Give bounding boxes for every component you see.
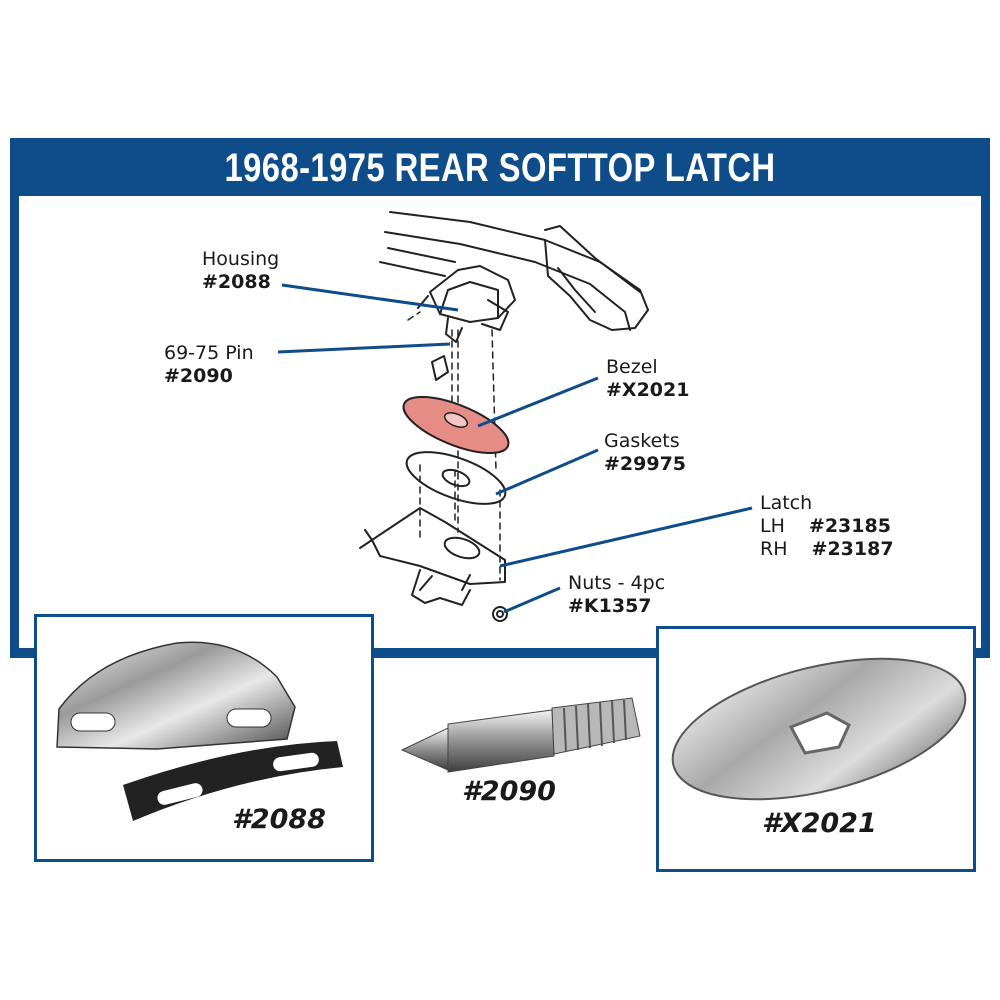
pin-photo bbox=[400, 697, 641, 773]
nuts-label: Nuts - 4pc bbox=[568, 572, 666, 594]
latch-label: Latch bbox=[760, 492, 813, 514]
pin-leader bbox=[277, 342, 451, 354]
gaskets-leader bbox=[495, 448, 599, 496]
housing-leader bbox=[281, 283, 459, 312]
bezel-photo-caption: #X2021 bbox=[762, 808, 877, 839]
bezel-label: Bezel bbox=[606, 356, 658, 378]
pin-label: 69-75 Pin bbox=[164, 342, 254, 364]
bezel-photo-box bbox=[656, 626, 976, 872]
latch-callout: Latch LH #23185 RH #23187 bbox=[760, 492, 894, 561]
bezel-part-number: #X2021 bbox=[606, 379, 690, 401]
housing-part-number: #2088 bbox=[202, 271, 271, 293]
housing-photo-box bbox=[34, 614, 374, 862]
gaskets-label: Gaskets bbox=[604, 430, 680, 452]
nuts-callout: Nuts - 4pc #K1357 bbox=[568, 572, 665, 618]
housing-label: Housing bbox=[202, 248, 280, 270]
housing-photo-caption: #2088 bbox=[232, 804, 326, 835]
pin-callout: 69-75 Pin #2090 bbox=[164, 342, 254, 388]
latch-rh-part-number: #23187 bbox=[811, 538, 894, 560]
latch-lh-part-number: #23185 bbox=[808, 515, 891, 537]
nuts-leader bbox=[503, 586, 561, 614]
bezel-leader bbox=[477, 376, 599, 428]
pin-part-number: #2090 bbox=[164, 365, 233, 387]
gaskets-part-number: #29975 bbox=[604, 453, 687, 475]
nuts-part-number: #K1357 bbox=[568, 595, 652, 617]
bezel-photo bbox=[671, 657, 967, 801]
latch-rh-label: RH bbox=[760, 538, 788, 560]
housing-shape bbox=[429, 265, 516, 323]
housing-photo bbox=[56, 641, 343, 821]
pin-photo-caption: #2090 bbox=[462, 776, 556, 807]
page-title: 1968-1975 REAR SOFTTOP LATCH bbox=[224, 146, 776, 190]
gaskets-callout: Gaskets #29975 bbox=[604, 430, 686, 476]
latch-lh-label: LH bbox=[760, 515, 785, 537]
latch-leader bbox=[499, 506, 753, 568]
housing-callout: Housing #2088 bbox=[202, 248, 279, 294]
bezel-callout: Bezel #X2021 bbox=[606, 356, 689, 402]
